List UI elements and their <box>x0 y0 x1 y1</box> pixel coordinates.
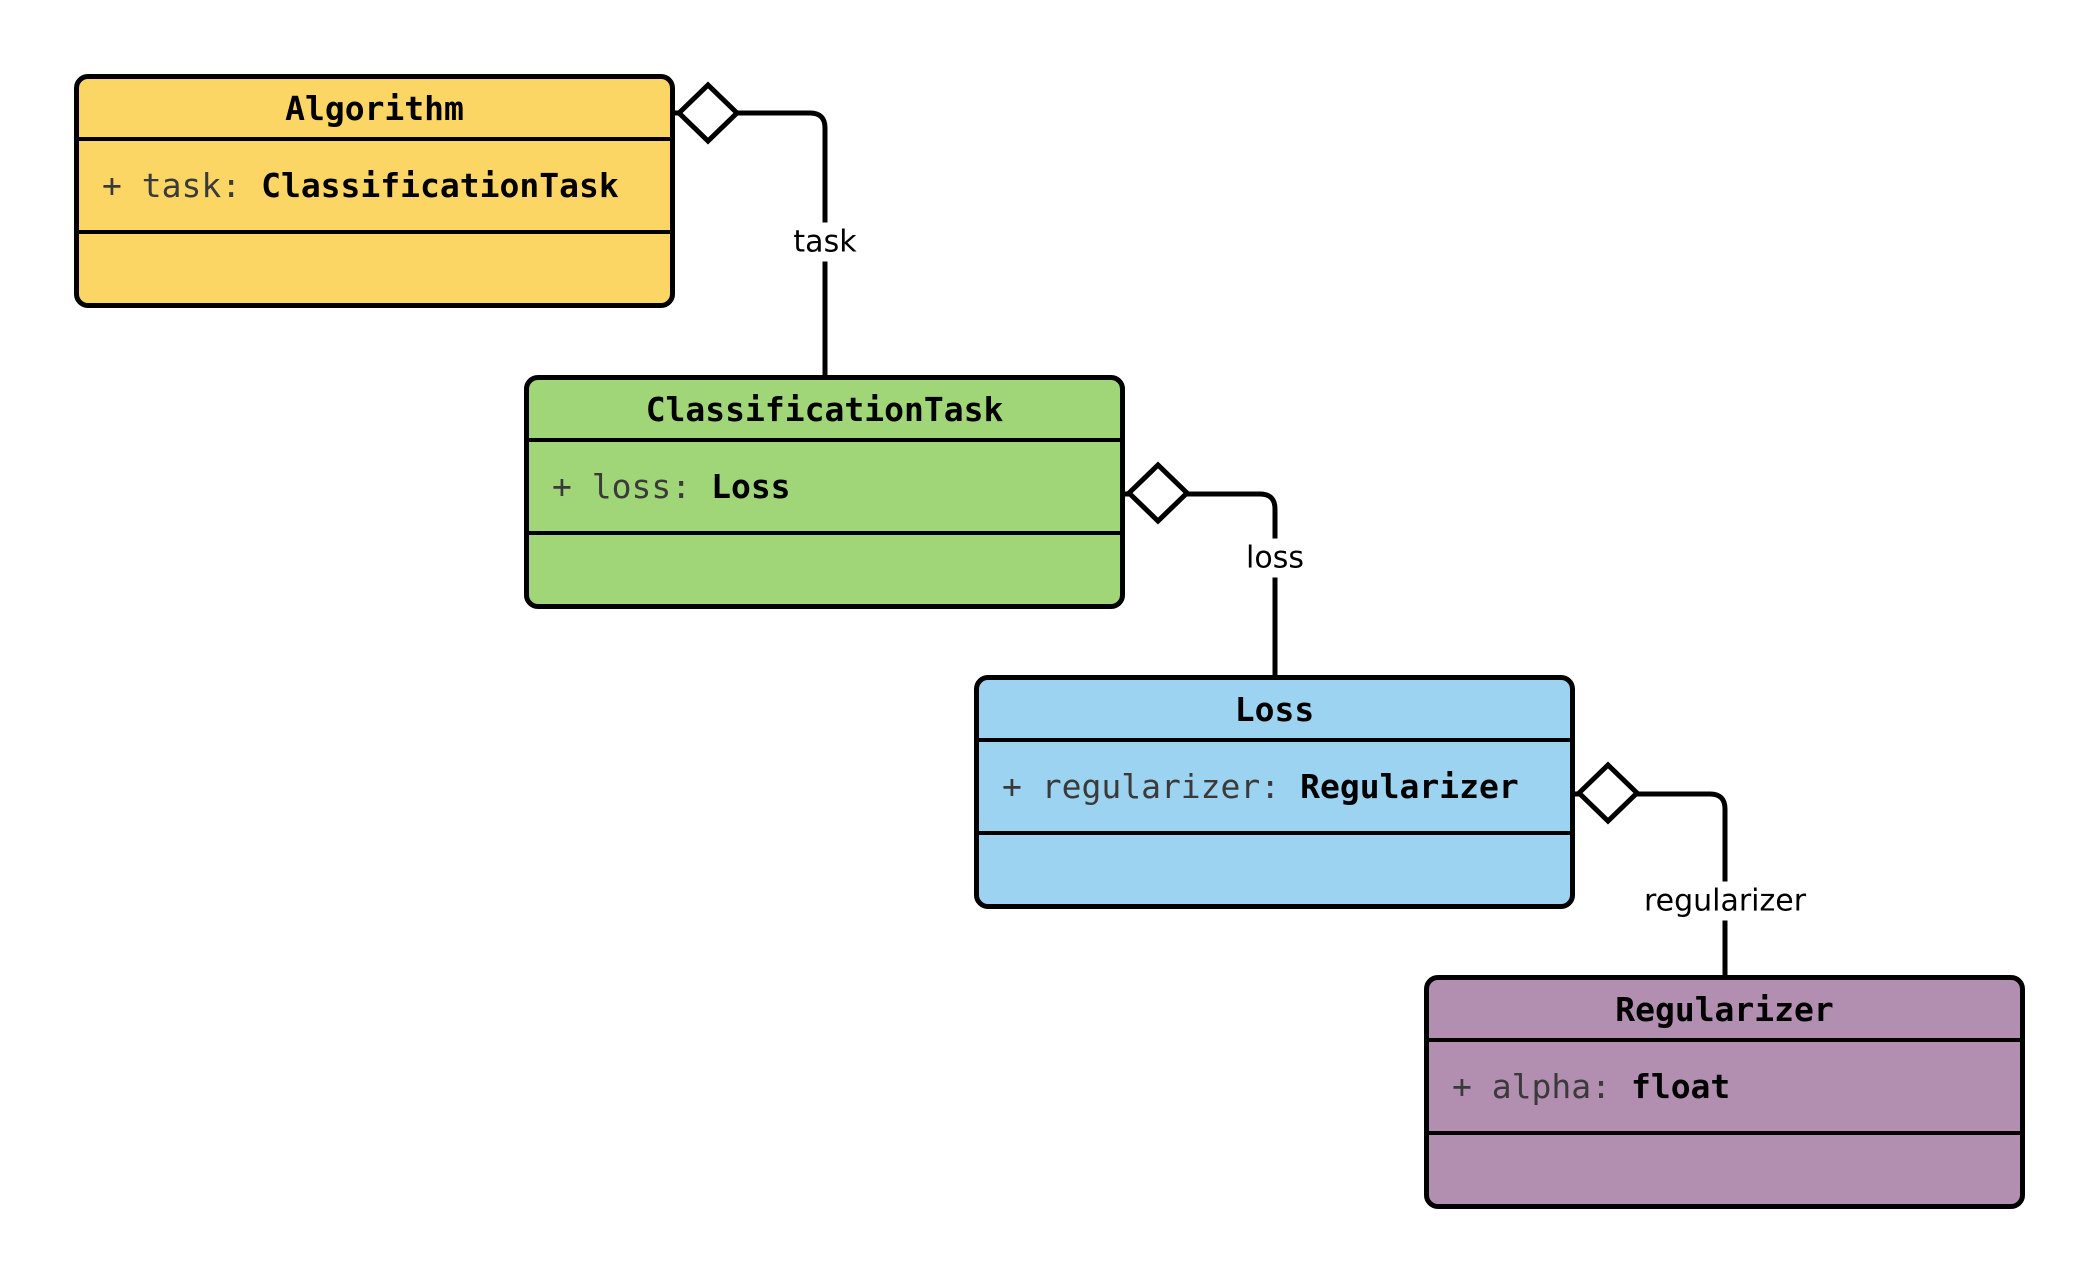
edge-label-loss: loss <box>1238 538 1312 578</box>
class-box-regularizer: Regularizer + alpha: float <box>1424 975 2025 1209</box>
attribute-name: + loss: <box>552 467 692 506</box>
edge-label-task: task <box>785 222 865 262</box>
class-title-text: Algorithm <box>285 88 464 128</box>
class-title-text: ClassificationTask <box>645 389 1004 429</box>
class-methods-compartment-empty <box>529 535 1120 604</box>
class-title-text: Regularizer <box>1615 989 1834 1029</box>
class-methods-compartment-empty <box>79 234 670 303</box>
class-title: Loss <box>979 680 1570 742</box>
class-methods-compartment-empty <box>979 835 1570 904</box>
aggregation-diamond-icon <box>675 81 741 145</box>
class-attribute-row: + regularizer: Regularizer <box>979 742 1570 835</box>
class-title: ClassificationTask <box>529 380 1120 442</box>
class-box-classificationtask: ClassificationTask + loss: Loss <box>524 375 1125 609</box>
class-attribute-row: + loss: Loss <box>529 442 1120 535</box>
attribute-name: + task: <box>102 166 242 205</box>
class-box-algorithm: Algorithm + task: ClassificationTask <box>74 74 675 308</box>
aggregation-diamond-icon <box>1125 461 1191 525</box>
class-methods-compartment-empty <box>1429 1135 2020 1204</box>
class-attribute-row: + alpha: float <box>1429 1042 2020 1135</box>
attribute-type: ClassificationTask <box>261 166 619 205</box>
aggregation-diamond-icon <box>1575 761 1641 825</box>
class-title: Algorithm <box>79 79 670 141</box>
edge-loss-line <box>1122 491 1278 678</box>
class-box-loss: Loss + regularizer: Regularizer <box>974 675 1575 909</box>
edge-label-regularizer: regularizer <box>1635 881 1815 921</box>
attribute-type: float <box>1630 1067 1731 1106</box>
edge-regularizer-line <box>1572 791 1728 978</box>
attribute-type: Regularizer <box>1300 767 1519 806</box>
attribute-name: + alpha: <box>1452 1067 1611 1106</box>
edge-task-line <box>672 110 828 378</box>
attribute-name: + regularizer: <box>1002 767 1281 806</box>
class-attribute-row: + task: ClassificationTask <box>79 141 670 234</box>
attribute-type: Loss <box>711 467 791 506</box>
class-title: Regularizer <box>1429 980 2020 1042</box>
class-title-text: Loss <box>1234 689 1315 729</box>
